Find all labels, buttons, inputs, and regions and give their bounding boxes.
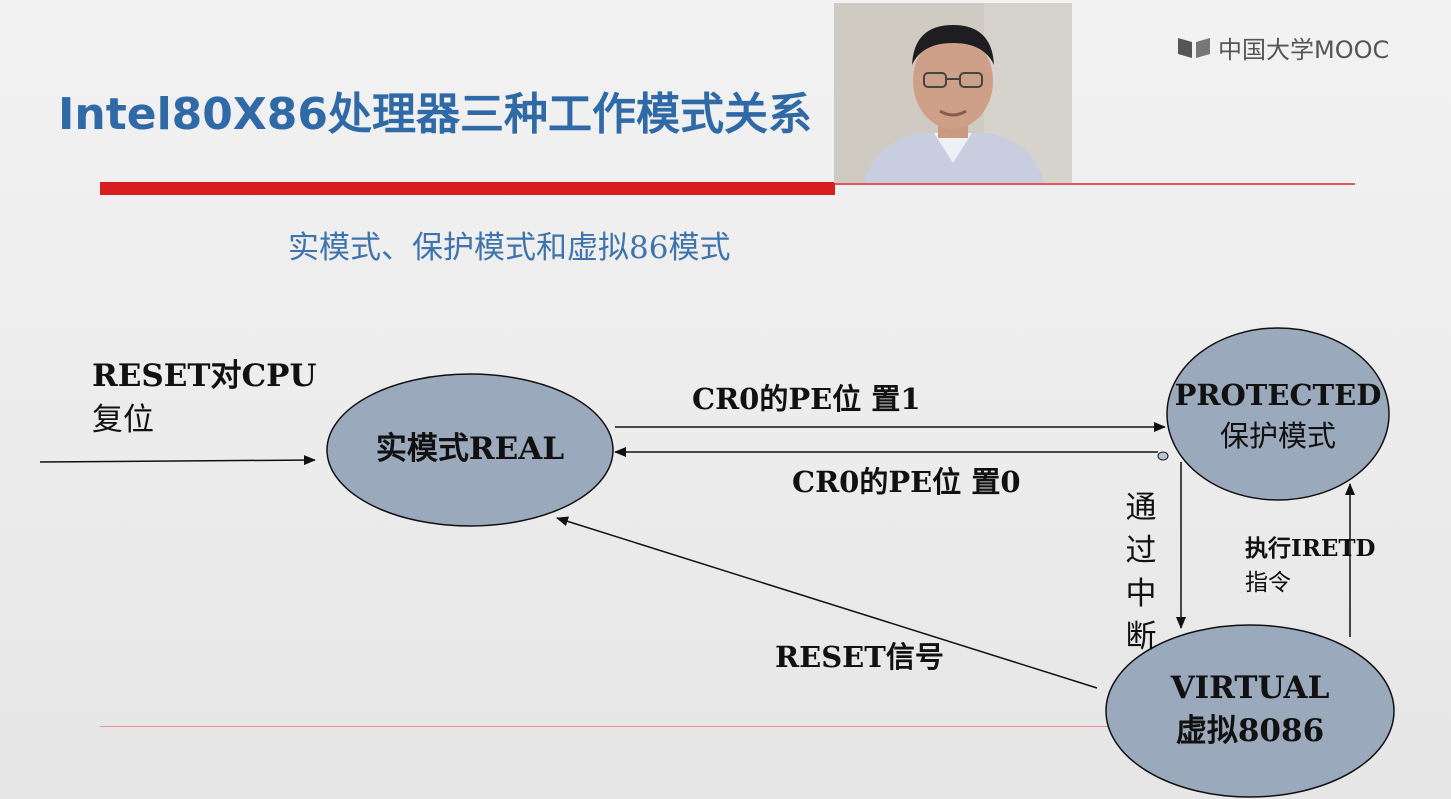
via-interrupt-char-3: 中 [1126,576,1157,612]
slide-subtitle: 实模式、保护模式和虚拟86模式 [288,230,731,266]
logo-text: 中国大学MOOC [1218,35,1390,64]
iretd-label-line1: 执行IRETD [1245,535,1375,562]
protected-mode-label-line2: 保护模式 [1220,419,1336,453]
virtual-mode-label-line1: VIRTUAL [1170,670,1330,706]
via-interrupt-char-4: 断 [1126,619,1157,655]
title-underline-bar [100,182,835,195]
pe-set1-label: CR0的PE位 置1 [692,382,921,416]
slide-title: Intel80X86处理器三种工作模式关系 [58,89,813,140]
footer-divider [100,726,1360,727]
pe-set0-arrow-origin [1157,451,1169,461]
reset-cpu-label-line2: 复位 [92,402,154,438]
via-interrupt-char-2: 过 [1126,533,1157,569]
real-mode-node [326,373,614,527]
protected-mode-node [1166,327,1390,501]
virtual-mode-node [1105,624,1395,798]
lecturer-portrait [834,3,1072,183]
reset-signal-label: RESET信号 [775,640,944,674]
protected-mode-label-line1: PROTECTED [1175,378,1382,412]
via-interrupt-char-1: 通 [1126,490,1157,526]
iretd-label-line2: 指令 [1245,570,1291,596]
book-logo-icon [1178,38,1210,58]
reset-cpu-label-line1: RESET对CPU [92,358,317,394]
real-mode-label: 实模式REAL [376,431,564,467]
pe-set0-label: CR0的PE位 置0 [792,465,1021,499]
reset-signal-arrow [556,516,1098,689]
lecturer-video [834,3,1072,183]
mooc-logo: 中国大学MOOC [1176,30,1389,64]
virtual-mode-label-line2: 虚拟8086 [1176,713,1324,749]
title-underline-thin [835,183,1355,185]
reset-cpu-arrow [39,455,316,466]
